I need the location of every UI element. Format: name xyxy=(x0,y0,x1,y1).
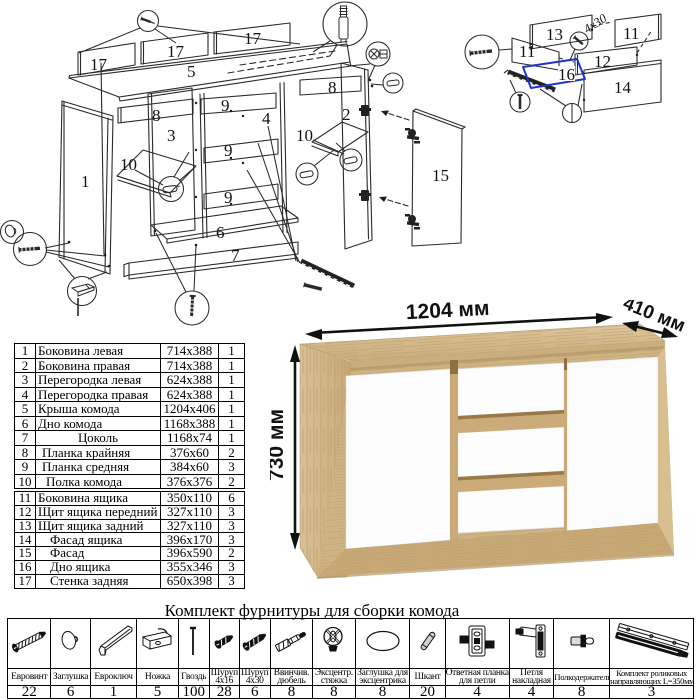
svg-text:7: 7 xyxy=(231,246,240,265)
svg-text:10: 10 xyxy=(296,126,313,145)
svg-text:3: 3 xyxy=(167,126,176,145)
svg-text:17: 17 xyxy=(167,42,185,61)
svg-text:5: 5 xyxy=(187,62,196,81)
svg-text:11: 11 xyxy=(623,24,639,43)
svg-text:9: 9 xyxy=(221,96,230,115)
svg-text:16: 16 xyxy=(558,65,575,84)
svg-text:1204 мм: 1204 мм xyxy=(405,300,490,324)
svg-text:10: 10 xyxy=(120,155,137,174)
svg-text:9: 9 xyxy=(224,141,233,160)
svg-text:2: 2 xyxy=(342,105,351,124)
svg-text:14: 14 xyxy=(614,78,632,97)
svg-text:4: 4 xyxy=(262,109,271,128)
svg-text:8: 8 xyxy=(152,106,161,125)
svg-text:12: 12 xyxy=(594,52,611,71)
svg-text:8: 8 xyxy=(328,78,337,97)
svg-text:9: 9 xyxy=(224,188,233,207)
svg-text:11: 11 xyxy=(519,42,535,61)
svg-text:17: 17 xyxy=(90,55,108,74)
svg-text:4х30: 4х30 xyxy=(581,11,610,36)
svg-text:13: 13 xyxy=(546,25,563,44)
svg-text:730 мм: 730 мм xyxy=(270,409,288,481)
svg-text:1: 1 xyxy=(81,172,90,191)
svg-text:6: 6 xyxy=(216,223,225,242)
svg-text:15: 15 xyxy=(432,166,449,185)
